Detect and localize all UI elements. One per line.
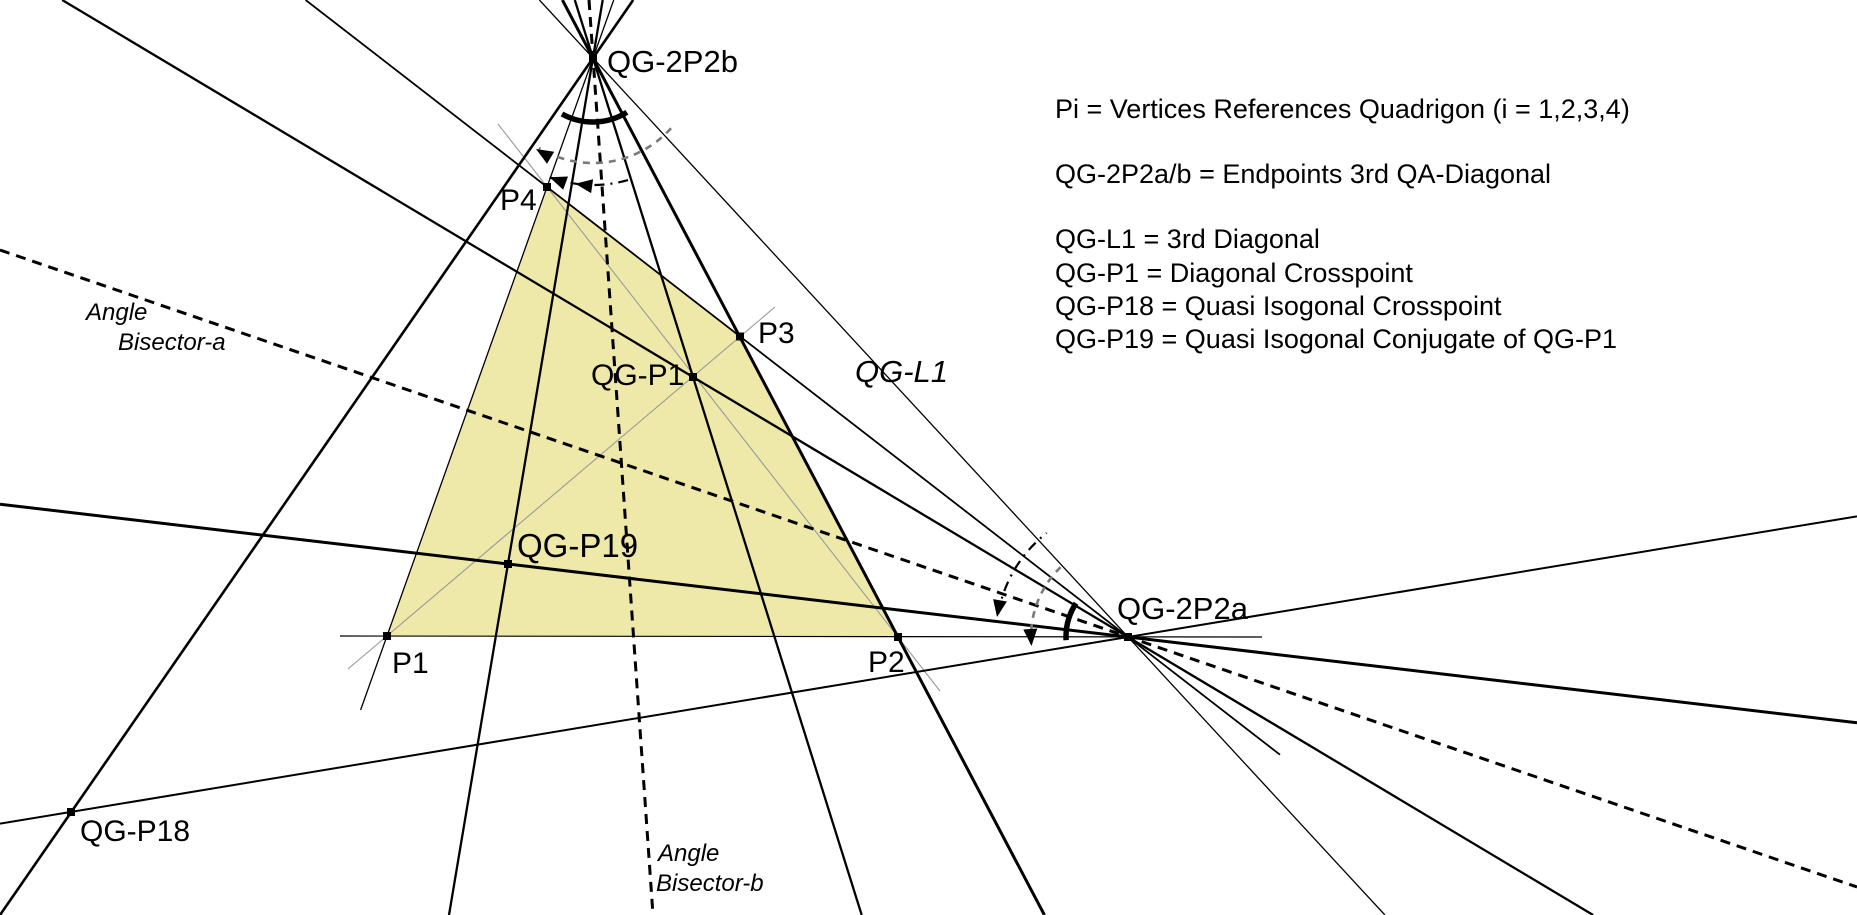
angle-arc-dashed-gray-2p2b [538,127,672,165]
marker-qg-2p2b [589,54,597,62]
label-p4: P4 [500,184,537,217]
label-p1: P1 [392,647,429,680]
line-2p2a-qgp18 [0,515,1857,825]
marker-p2 [894,633,902,641]
line-side-p2-p3-extended [561,0,1046,915]
label-p3: P3 [758,317,795,350]
quadrigon-fill [387,187,898,637]
label-qg-2p2b: QG-2P2b [607,44,738,79]
arrowhead-dashdot-2p2b-inner [575,179,594,194]
angle-arc-dashed-gray-2p2a [1029,566,1062,644]
line-angle-bisector-a [0,248,1857,889]
marker-p4 [543,183,551,191]
line-side-p3-p4-extended [305,0,1281,756]
label-p2: P2 [868,646,905,679]
line-2p2b-qgp19 [447,0,604,915]
marker-qg-p19 [504,560,512,568]
legend-line-2p2ab: QG-2P2a/b = Endpoints 3rd QA-Diagonal [1055,159,1552,189]
label-qg-2p2a: QG-2P2a [1117,591,1249,626]
legend-line-qgp19: QG-P19 = Quasi Isogonal Conjugate of QG-… [1055,324,1618,354]
label-angle-bisector-a-line2: Bisector-a [118,329,226,356]
arrowhead-gray-arc-2p2b [536,149,555,164]
line-2p2a-qgp1 [61,0,1594,915]
marker-p1 [383,632,391,640]
marker-p3 [736,332,744,341]
line-side-p1-p2-extended [339,635,1263,638]
label-angle-bisector-b-line1: Angle [656,840,719,867]
diagonal-p2-p4 [497,123,941,692]
label-qg-p19: QG-P19 [517,527,638,564]
arrowhead-gray-arc-2p2a [1023,628,1038,646]
line-2p2b-qgp1 [573,0,863,915]
angle-mark-thick-2p2b [560,109,629,125]
angle-mark-thick-2p2a [1063,601,1079,641]
label-qg-p18: QG-P18 [80,815,190,848]
label-qg-p1: QG-P1 [591,359,684,392]
legend-line-qgp1: QG-P1 = Diagonal Crosspoint [1055,258,1413,288]
label-angle-bisector-b-line2: Bisector-b [656,870,764,897]
arrowhead-dashdot-2p2b [549,176,568,190]
diagonal-p1-p3 [347,306,776,670]
legend-line-qgl1: QG-L1 = 3rd Diagonal [1055,224,1320,254]
label-angle-bisector-a-line1: Angle [84,299,147,326]
line-2p2b-qgp18 [0,0,635,915]
line-2p2a-qgp19 [0,502,1857,725]
legend-line-pi: Pi = Vertices References Quadrigon (i = … [1055,94,1630,124]
line-qg-l1-third-diagonal [538,0,1386,915]
angle-arc-dashdot-2p2a [996,532,1048,615]
arrowhead-dashdot-2p2a [993,599,1007,617]
marker-qg-2p2a [1124,633,1132,641]
label-qg-l1: QG-L1 [855,354,948,389]
marker-qg-p1 [689,373,697,381]
legend-line-qgp18: QG-P18 = Quasi Isogonal Crosspoint [1055,291,1502,321]
marker-qg-p18 [67,808,75,816]
